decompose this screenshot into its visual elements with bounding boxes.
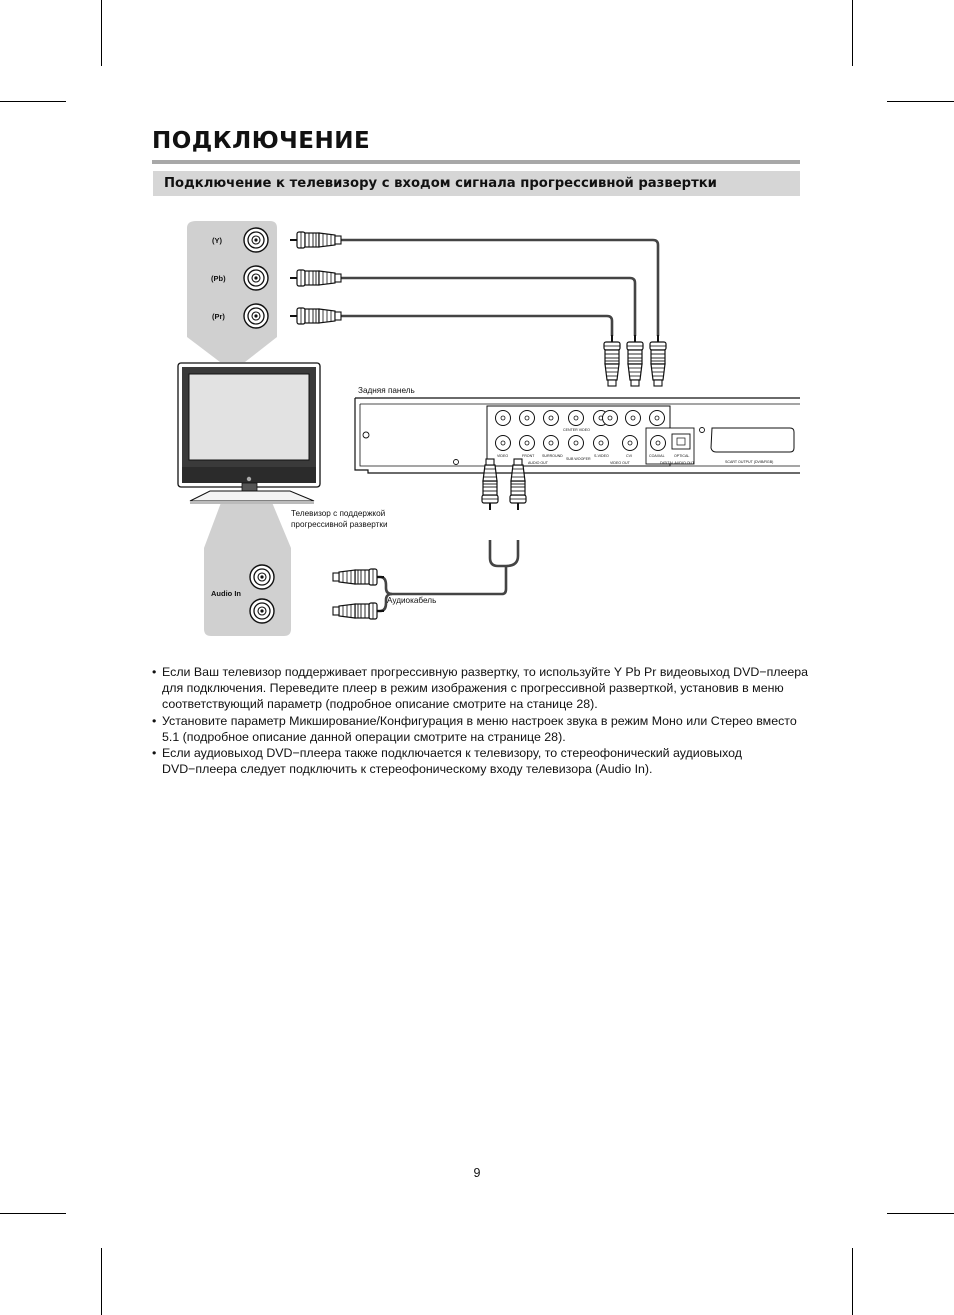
page-title: ПОДКЛЮЧЕНИЕ [152,128,371,154]
crop-mark [887,101,954,102]
tv-set [177,362,321,504]
y-input-label: (Y) [212,236,223,245]
panel-label-surround: SURROUND [542,454,563,458]
dvd-rear-panel: VIDEO FRONT SURROUND SUB WOOFER AUDIO OU… [354,397,800,474]
panel-label-scart: SCART OUTPUT (DVIB/RGB) [725,460,773,464]
crop-mark [0,101,66,102]
connection-diagram: (Y) (Pb) (Pr) Audio In Телевизор с подде… [177,221,800,636]
panel-label-center: CENTER VIDEO [563,428,590,432]
crop-mark [101,0,102,66]
panel-label-optical: OPTICAL [674,454,689,458]
component-plugs-dvd-side [604,335,666,386]
audio-cable-label: Аудиокабель [387,596,436,605]
audio-plugs-tv-side [332,568,385,620]
panel-label-svideo: S-VIDEO [594,454,609,458]
panel-label-cvi: CVI [626,454,632,458]
panel-label-video: VIDEO [497,454,508,458]
audio-right-jack [249,598,275,624]
panel-label-audio-out: AUDIO OUT [528,461,549,465]
pb-input-jack [243,265,269,291]
note-item: Если аудиовыход DVD−плеера также подключ… [152,745,812,777]
tv-video-input-callout: (Y) (Pb) (Pr) [187,221,277,362]
title-rule [152,160,800,164]
rear-panel-label: Задняя панель [358,386,415,395]
crop-mark [0,1213,66,1214]
component-plugs-tv-side [289,231,342,325]
pr-input-label: (Pr) [212,312,225,321]
panel-label-video-out: VIDEO OUT [610,461,631,465]
component-video-cable [340,238,660,336]
note-item: Если Ваш телевизор поддерживает прогресс… [152,664,812,713]
crop-mark [852,1248,853,1315]
pr-input-jack [243,303,269,329]
audio-in-label: Audio In [211,589,241,598]
notes-list: Если Ваш телевизор поддерживает прогресс… [152,664,812,777]
tv-caption-line1: Телевизор с поддержкой [291,509,385,518]
panel-label-subwoofer: SUB WOOFER [566,457,591,461]
page-number: 9 [473,1166,481,1180]
tv-audio-input-callout: Audio In [204,500,291,636]
section-heading: Подключение к телевизору с входом сигнал… [153,171,800,196]
audio-plugs-dvd-side [482,459,526,510]
crop-mark [101,1248,102,1315]
crop-mark [887,1213,954,1214]
tv-caption-line2: прогрессивной развертки [291,520,388,529]
note-item: Установите параметр Микширование/Конфигу… [152,713,812,745]
y-input-jack [243,227,269,253]
audio-left-jack [249,564,275,590]
panel-label-front: FRONT [522,454,535,458]
crop-mark [852,0,853,66]
pb-input-label: (Pb) [211,274,226,283]
panel-label-coaxial: COAXIAL [649,454,665,458]
panel-label-digital-audio-out: DIGITAL AUDIO OUT [660,461,695,465]
